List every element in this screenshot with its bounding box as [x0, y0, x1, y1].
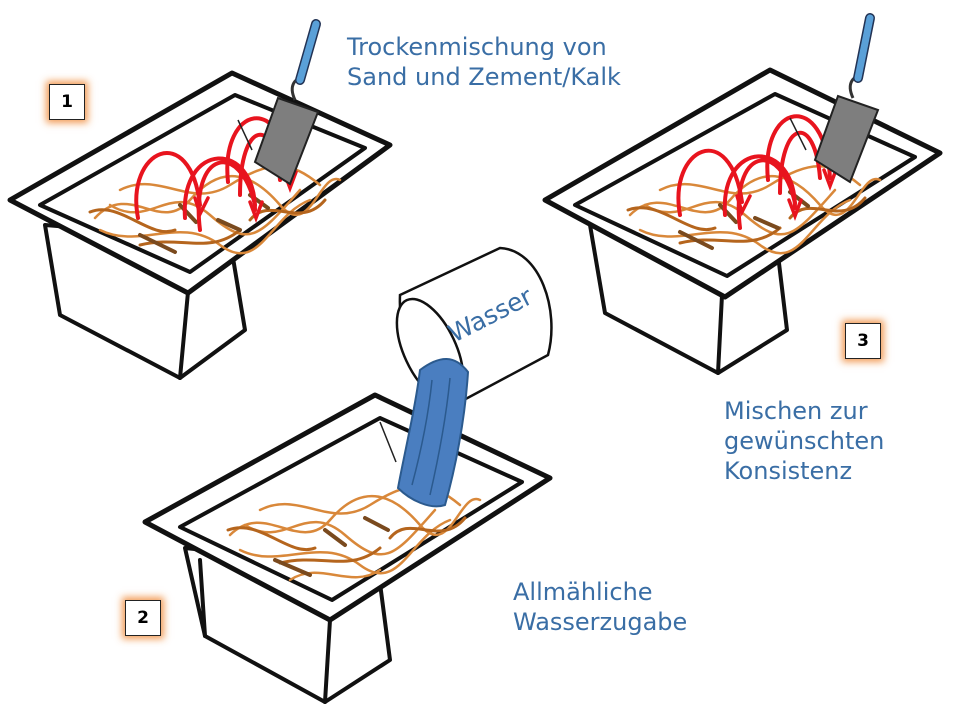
step-badge-3: 3 [845, 323, 881, 359]
step-1-caption: Trockenmischung von Sand und Zement/Kalk [347, 32, 621, 92]
caption-line: Sand und Zement/Kalk [347, 63, 621, 91]
caption-line: gewünschten [724, 427, 885, 455]
caption-line: Wasserzugabe [513, 608, 688, 636]
caption-line: Mischen zur [724, 397, 868, 425]
step-badge-2: 2 [125, 600, 161, 636]
step-3-caption: Mischen zur gewünschten Konsistenz [724, 396, 884, 486]
caption-line: Konsistenz [724, 457, 853, 485]
mixing-tub-2 [142, 392, 553, 704]
step-2-caption: Allmähliche Wasserzugabe [513, 577, 687, 637]
trowel-3 [789, 13, 880, 184]
caption-line: Trockenmischung von [347, 33, 607, 61]
water-stream [379, 358, 470, 508]
step-badge-1: 1 [49, 84, 85, 120]
sand-mix-2 [226, 485, 482, 582]
trowel-1 [237, 19, 321, 186]
mixing-arrows-1 [134, 116, 298, 232]
caption-line: Allmähliche [513, 578, 653, 606]
